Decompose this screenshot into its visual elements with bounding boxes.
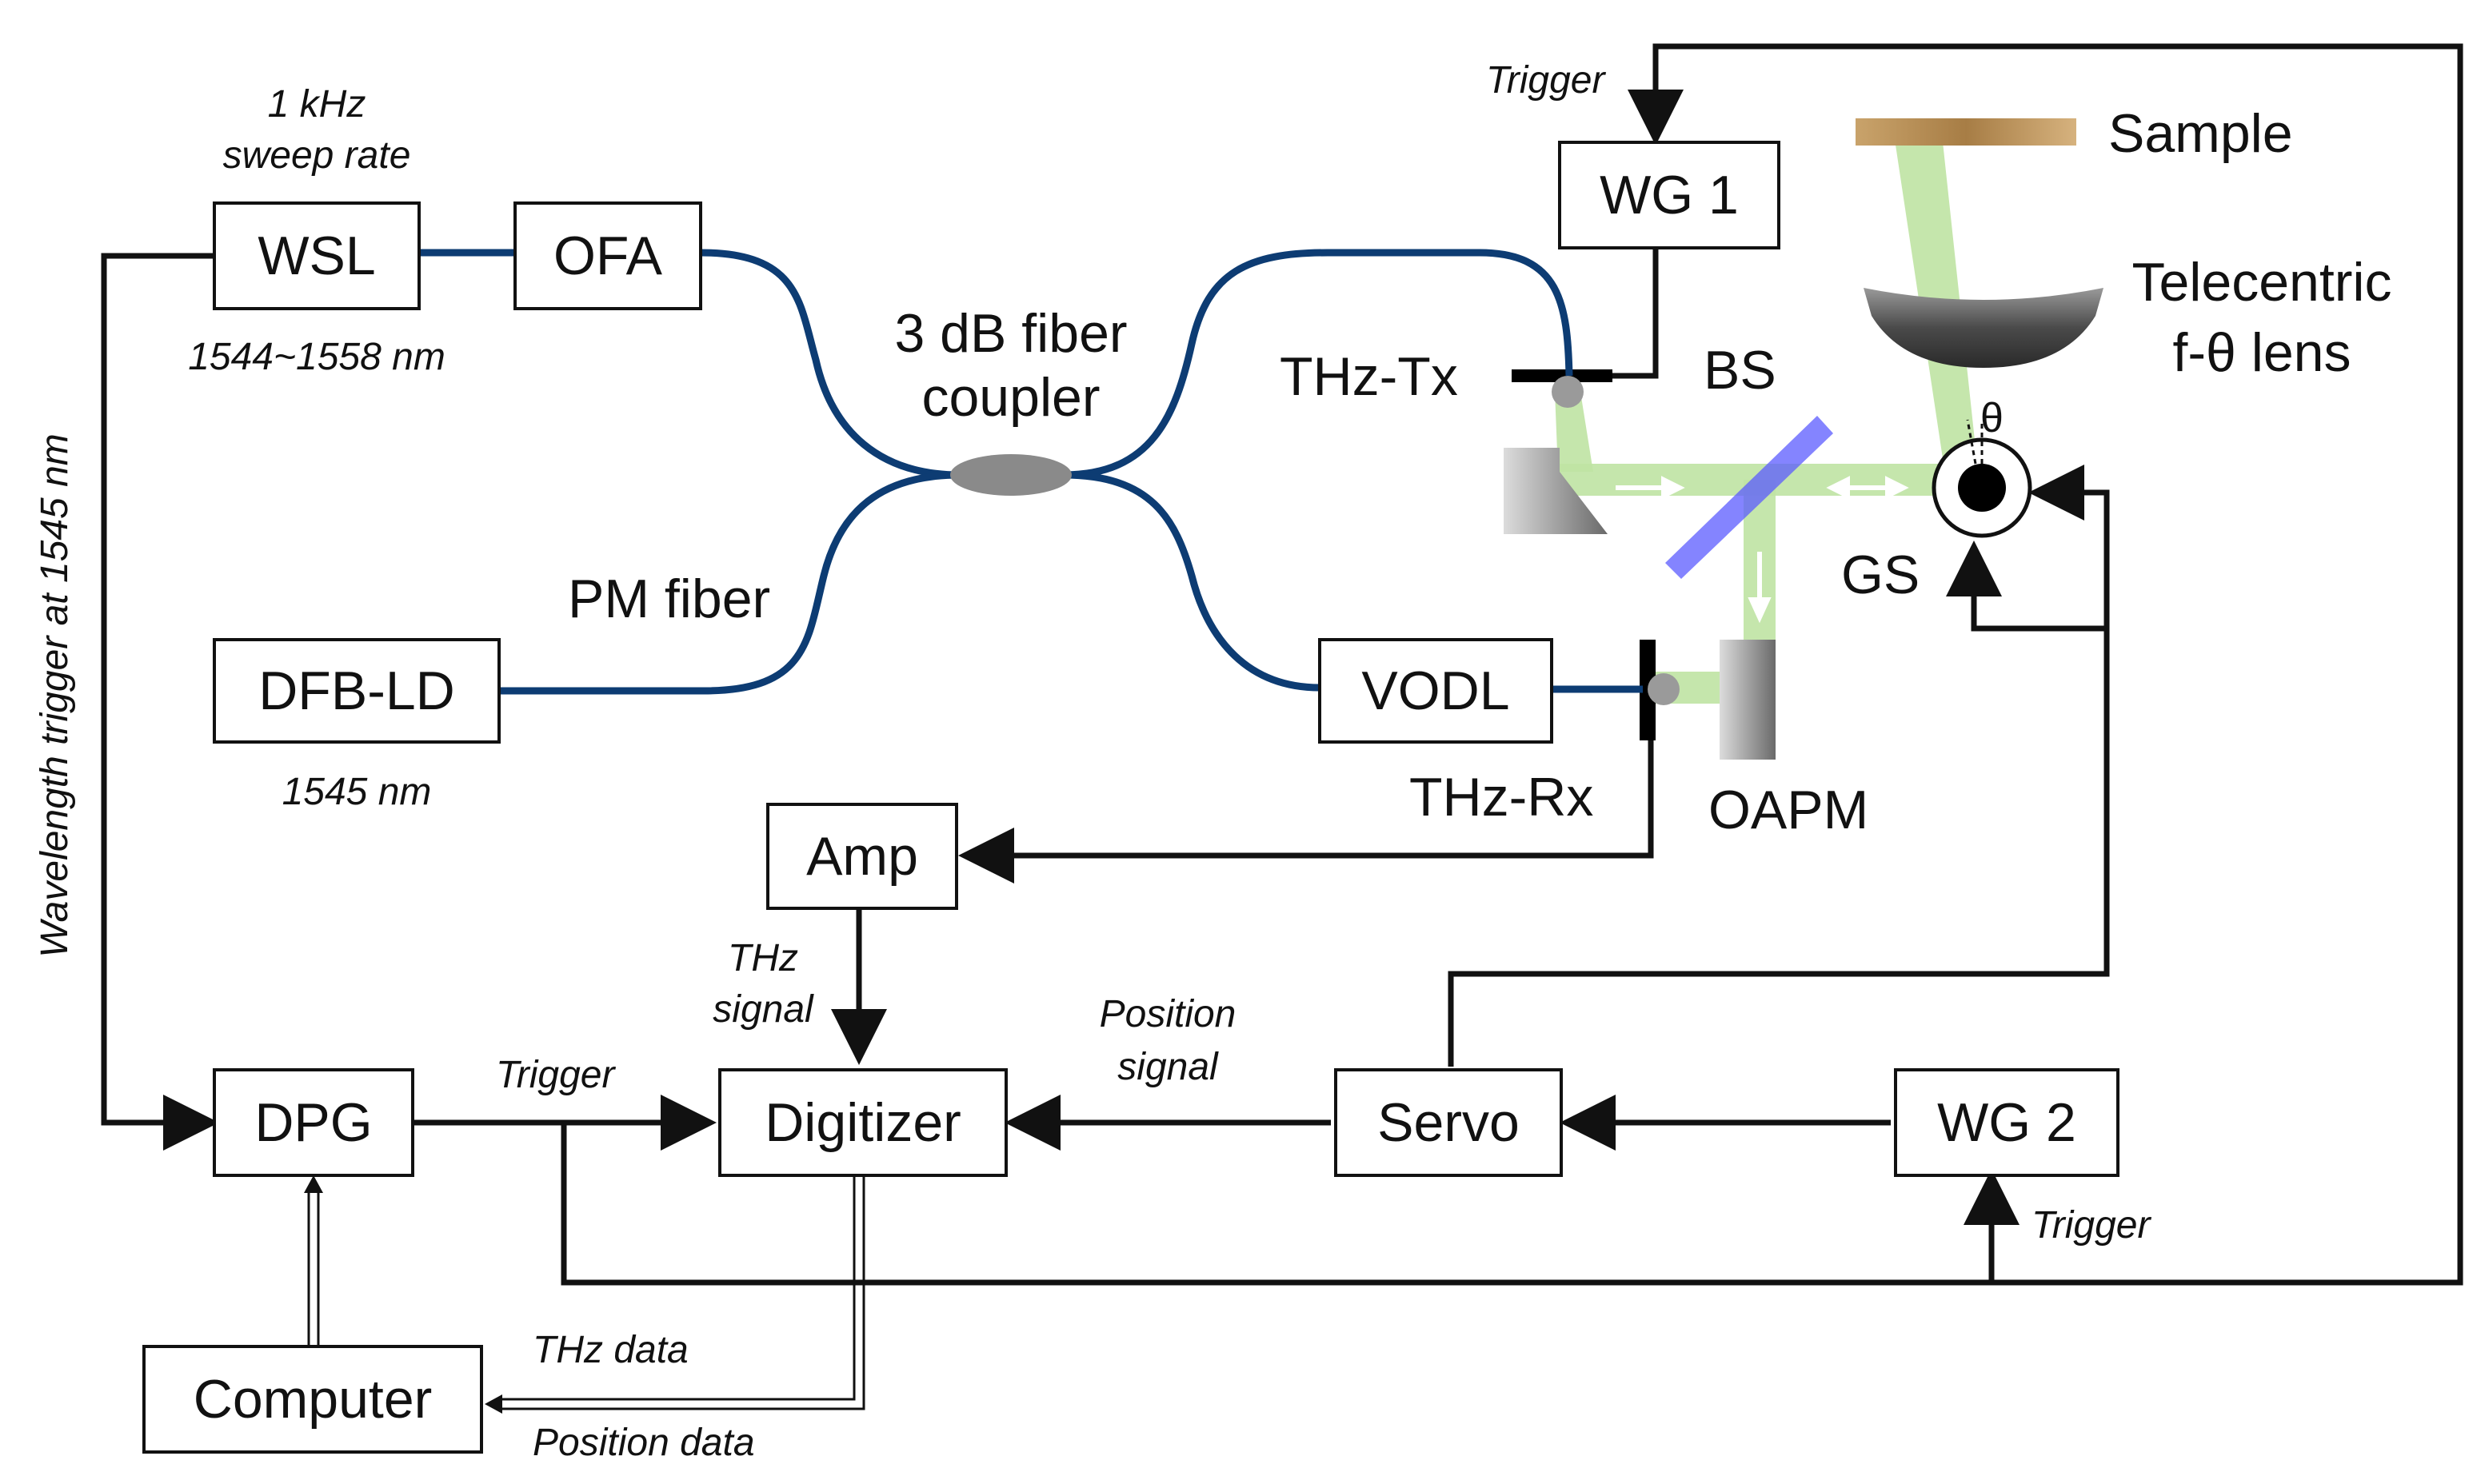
svg-text:DPG: DPG — [254, 1092, 372, 1153]
svg-text:Computer: Computer — [194, 1369, 433, 1430]
trigger-wg1-label: Trigger — [1486, 59, 1606, 102]
vodl-box: VODL — [1318, 638, 1553, 744]
oapm-tx-mirror-icon — [1504, 448, 1608, 534]
lens-label-1: Telecentric — [2131, 252, 2391, 313]
svg-text:Digitizer: Digitizer — [765, 1092, 961, 1153]
thz-signal-label-2: signal — [713, 988, 814, 1031]
thz-tx-label: THz-Tx — [1280, 346, 1458, 407]
computer-box: Computer — [142, 1345, 483, 1454]
dfb-wavelength-label: 1545 nm — [282, 771, 432, 813]
beam-direction-arrows — [1616, 476, 1909, 624]
sweep-rate-label-1: 1 kHz — [268, 83, 366, 126]
wavelength-trigger-label: Wavelength trigger at 1545 nm — [34, 433, 76, 958]
position-signal-label-2: signal — [1117, 1046, 1219, 1088]
position-data-label: Position data — [533, 1422, 755, 1464]
svg-text:WG 2: WG 2 — [1937, 1092, 2076, 1153]
galvo-scanner-icon — [1932, 419, 2032, 538]
trigger-wg2-label: Trigger — [2032, 1204, 2151, 1247]
beam-splitter-icon — [1665, 416, 1833, 579]
wg1-box: WG 1 — [1558, 141, 1780, 249]
trigger-dpg-label: Trigger — [496, 1054, 616, 1096]
svg-text:WG 1: WG 1 — [1600, 165, 1739, 225]
pm-fiber-label: PM fiber — [568, 568, 770, 629]
ofa-box: OFA — [513, 201, 702, 310]
fiber-paths — [419, 249, 1643, 695]
thz-signal-label-1: THz — [728, 937, 798, 979]
thz-rx-detector-icon — [1640, 640, 1680, 740]
svg-text:Amp: Amp — [806, 826, 918, 887]
oapm-label: OAPM — [1708, 780, 1868, 840]
telecentric-lens-icon — [1864, 288, 2103, 368]
fiber-coupler-icon — [950, 454, 1072, 496]
gs-label: GS — [1841, 545, 1920, 605]
theta-label: θ — [1980, 395, 2004, 441]
digitizer-box: Digitizer — [718, 1068, 1008, 1177]
data-double-lines — [304, 1175, 865, 1414]
svg-text:VODL: VODL — [1361, 660, 1509, 721]
dfb-ld-box: DFB-LD — [213, 638, 501, 744]
coupler-label-2: coupler — [921, 367, 1100, 428]
wsl-box: WSL — [213, 201, 421, 310]
svg-text:WSL: WSL — [258, 225, 375, 286]
dpg-box: DPG — [213, 1068, 414, 1177]
wsl-range-label: 1544~1558 nm — [188, 336, 445, 378]
svg-text:Servo: Servo — [1377, 1092, 1520, 1153]
bs-label: BS — [1704, 340, 1776, 401]
svg-text:OFA: OFA — [553, 225, 663, 286]
thz-rx-label: THz-Rx — [1409, 767, 1593, 828]
position-signal-label-1: Position — [1100, 993, 1236, 1035]
svg-text:DFB-LD: DFB-LD — [258, 660, 455, 721]
sample-icon — [1856, 118, 2076, 146]
servo-box: Servo — [1334, 1068, 1563, 1177]
oapm-rx-mirror-icon — [1720, 640, 1776, 760]
lens-label-2: f-θ lens — [2173, 322, 2351, 383]
signal-lines — [101, 43, 2463, 1286]
amp-box: Amp — [766, 803, 958, 910]
wg2-box: WG 2 — [1894, 1068, 2119, 1177]
sample-label: Sample — [2108, 103, 2293, 164]
sweep-rate-label-2: sweep rate — [223, 134, 411, 177]
thz-tx-emitter-icon — [1512, 369, 1612, 408]
coupler-label-1: 3 dB fiber — [894, 303, 1127, 364]
thz-data-label: THz data — [533, 1329, 689, 1371]
